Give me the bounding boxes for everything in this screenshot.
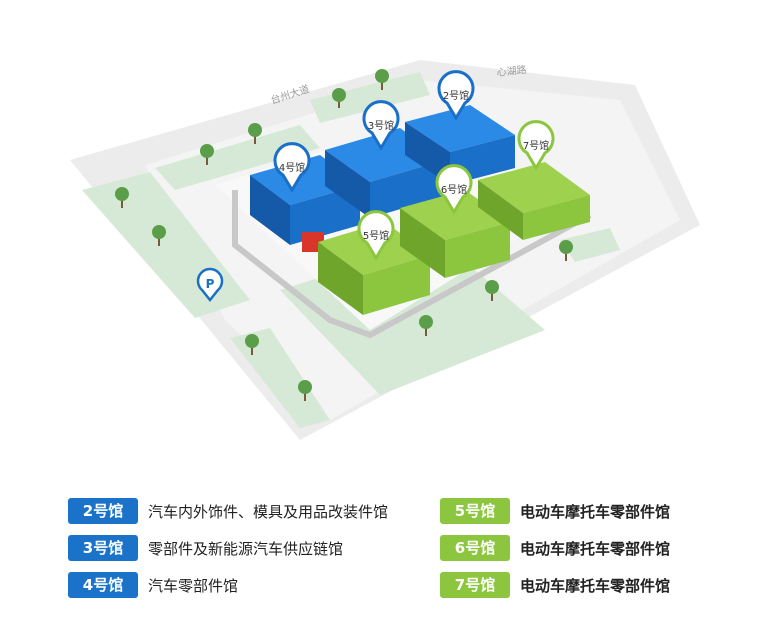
trees — [115, 69, 573, 401]
hall-7-pin-label: 7号馆 — [523, 139, 549, 152]
tree-icon — [245, 334, 259, 355]
hall-3-pin-label: 3号馆 — [368, 119, 394, 132]
tree-icon — [485, 280, 499, 301]
hall-2-desc: 汽车内外饰件、模具及用品改装件馆 — [148, 502, 389, 521]
tree-icon — [332, 88, 346, 108]
lawn-top — [155, 125, 320, 190]
tree-icon — [152, 225, 166, 246]
hall-5-desc: 电动车摩托车零部件馆 — [520, 502, 671, 521]
legend-item-hall-4[interactable]: 4号馆 汽车零部件馆 — [68, 571, 238, 599]
hall-3-pin[interactable]: 3号馆 — [362, 100, 400, 151]
hall-4-badge: 4号馆 — [68, 572, 138, 598]
venue-map: 2号馆 3号馆 4号馆 5号馆 6号馆 7号馆 P 台州大道 心湖路 — [70, 60, 700, 440]
legend-item-hall-7[interactable]: 7号馆 电动车摩托车零部件馆 — [440, 571, 670, 599]
internal-road — [232, 190, 592, 339]
hall-7-pin[interactable]: 7号馆 — [517, 120, 555, 171]
tree-icon — [419, 315, 433, 336]
tree-icon — [298, 380, 312, 401]
legend-item-hall-6[interactable]: 6号馆 电动车摩托车零部件馆 — [440, 534, 670, 562]
legend-item-hall-3[interactable]: 3号馆 零部件及新能源汽车供应链馆 — [68, 534, 343, 562]
hall-6-desc: 电动车摩托车零部件馆 — [520, 539, 671, 558]
tree-icon — [559, 240, 573, 261]
hall-3-badge: 3号馆 — [68, 535, 138, 561]
parking-pin[interactable]: P — [196, 267, 224, 303]
tree-icon — [375, 69, 389, 90]
hall-2-badge: 2号馆 — [68, 498, 138, 524]
hall-3-desc: 零部件及新能源汽车供应链馆 — [148, 539, 344, 558]
legend-item-hall-5[interactable]: 5号馆 电动车摩托车零部件馆 — [440, 497, 670, 525]
legend: 2号馆 汽车内外饰件、模具及用品改装件馆 3号馆 零部件及新能源汽车供应链馆 4… — [0, 485, 780, 621]
hall-6-pin-label: 6号馆 — [441, 183, 467, 196]
tree-icon — [200, 144, 214, 165]
lawn-top-right — [310, 72, 430, 123]
hall-7[interactable] — [478, 162, 590, 240]
hall-2-pin[interactable]: 2号馆 — [437, 70, 475, 121]
hall-2-pin-label: 2号馆 — [443, 89, 469, 102]
tree-icon — [248, 123, 262, 144]
hall-4-pin-label: 4号馆 — [279, 161, 305, 174]
tree-icon — [115, 187, 129, 208]
hall-7-badge: 7号馆 — [440, 572, 510, 598]
hall-4-pin[interactable]: 4号馆 — [273, 142, 311, 193]
lawn-right — [560, 228, 620, 262]
road-label-xinhu: 心湖路 — [496, 63, 527, 79]
hall-4-desc: 汽车零部件馆 — [148, 576, 239, 595]
parking-icon: P — [206, 277, 215, 291]
hall-5-badge: 5号馆 — [440, 498, 510, 524]
legend-item-hall-2[interactable]: 2号馆 汽车内外饰件、模具及用品改装件馆 — [68, 497, 388, 525]
lawn-bottom-left — [230, 328, 330, 428]
hall-6-pin[interactable]: 6号馆 — [435, 164, 473, 215]
hall-7-desc: 电动车摩托车零部件馆 — [520, 576, 671, 595]
hall-5-pin-label: 5号馆 — [363, 229, 389, 242]
hall-6-badge: 6号馆 — [440, 535, 510, 561]
hall-5-pin[interactable]: 5号馆 — [357, 210, 395, 261]
